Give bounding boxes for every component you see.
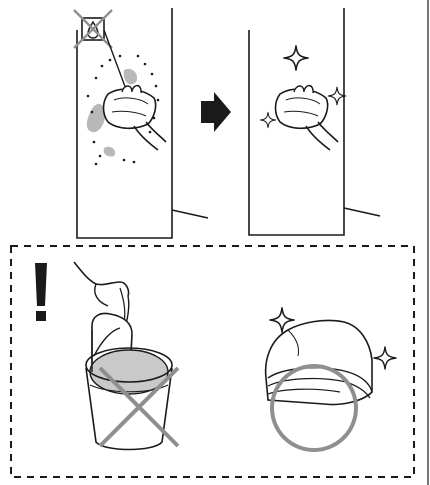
- sparkle-icon: [328, 87, 346, 105]
- floor-line: [344, 208, 380, 216]
- sparkle-icon: [284, 46, 308, 70]
- right-arrow-icon: [201, 92, 231, 132]
- dry-folded-cloth-icon: [266, 320, 372, 404]
- dry-cloth-hand-icon: [104, 86, 167, 150]
- before-panel: [74, 8, 208, 238]
- exclamation-icon: [35, 263, 47, 321]
- dry-cloth-hand-icon: [276, 86, 339, 150]
- warning-box: [11, 246, 414, 477]
- floor-line: [172, 210, 208, 218]
- sparkle-icon: [374, 347, 396, 369]
- no-water-icon: [74, 10, 130, 100]
- sparkle-icon: [260, 112, 275, 127]
- after-panel: [249, 8, 380, 235]
